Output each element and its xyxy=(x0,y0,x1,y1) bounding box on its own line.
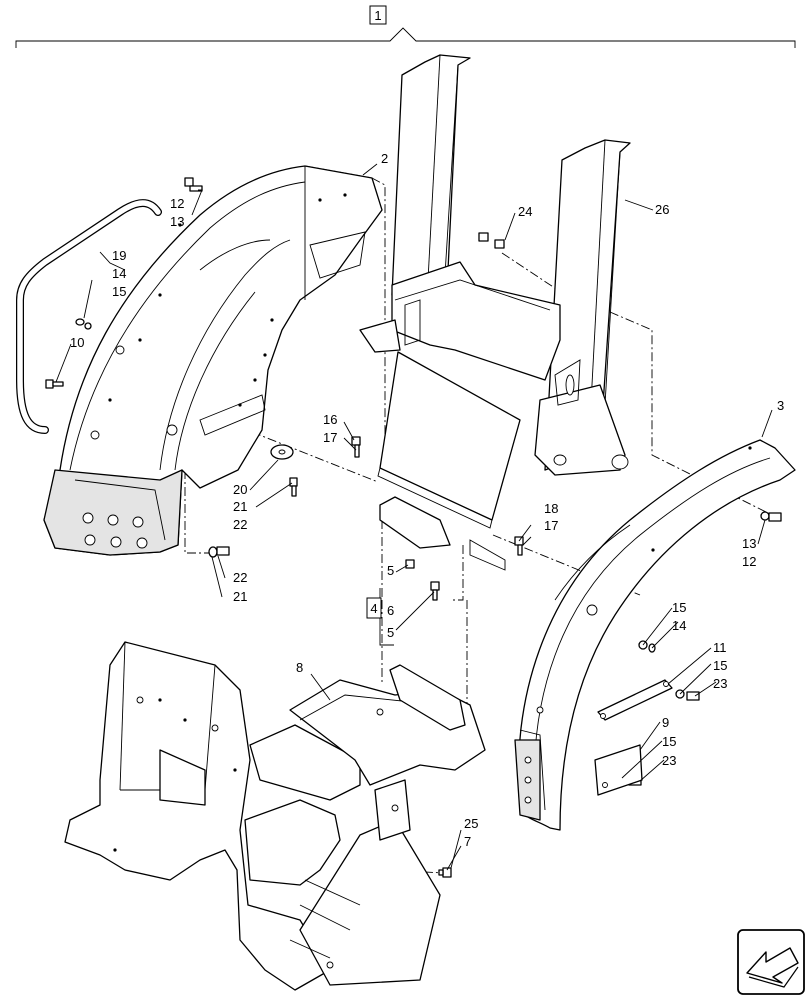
callout-labels: 2 3 8 26 24 12 13 19 14 15 10 16 17 20 2… xyxy=(70,151,784,849)
callout-21-upper[interactable]: 21 xyxy=(233,499,247,514)
callout-25[interactable]: 25 xyxy=(464,816,478,831)
bracket-11[interactable] xyxy=(597,679,673,721)
callout-23-lower[interactable]: 23 xyxy=(662,753,676,768)
callout-14-right[interactable]: 14 xyxy=(672,618,686,633)
left-fender[interactable] xyxy=(43,165,383,556)
callout-14-left[interactable]: 14 xyxy=(112,266,126,281)
callout-23-upper[interactable]: 23 xyxy=(713,676,727,691)
washer-14-15-left[interactable] xyxy=(75,318,92,330)
callout-5-lower[interactable]: 5 xyxy=(387,625,394,640)
callout-8[interactable]: 8 xyxy=(296,660,303,675)
kit-box: 4 xyxy=(366,597,382,619)
fasteners xyxy=(45,177,782,878)
callout-12-left[interactable]: 12 xyxy=(170,196,184,211)
assembly-bracket: 1 xyxy=(15,5,796,48)
cab-frame[interactable] xyxy=(64,641,486,991)
center-panel[interactable] xyxy=(377,351,521,571)
callout-24[interactable]: 24 xyxy=(518,204,532,219)
right-fender[interactable] xyxy=(514,439,796,831)
bolt-15-23-upper[interactable] xyxy=(675,689,700,701)
bolt-21-22-upper[interactable] xyxy=(289,477,298,497)
callout-13-right[interactable]: 13 xyxy=(742,536,756,551)
callout-22-upper[interactable]: 22 xyxy=(233,517,247,532)
bracket-9[interactable] xyxy=(594,744,643,796)
callout-19[interactable]: 19 xyxy=(112,248,126,263)
callout-10[interactable]: 10 xyxy=(70,335,84,350)
callout-20[interactable]: 20 xyxy=(233,482,247,497)
callout-17-lower[interactable]: 17 xyxy=(544,518,558,533)
callout-15-right-middle[interactable]: 15 xyxy=(713,658,727,673)
arrow-back-icon[interactable] xyxy=(737,929,805,995)
callout-12-right[interactable]: 12 xyxy=(742,554,756,569)
bolt-12-13-left[interactable] xyxy=(184,177,203,192)
callout-21-lower[interactable]: 21 xyxy=(233,589,247,604)
bolt-10[interactable] xyxy=(45,379,64,389)
callout-7[interactable]: 7 xyxy=(464,834,471,849)
callout-6[interactable]: 6 xyxy=(387,603,394,618)
bolt-16-17[interactable] xyxy=(351,436,361,458)
bolt-25-7[interactable] xyxy=(438,867,452,878)
assembly-number[interactable]: 1 xyxy=(374,8,381,23)
handrail[interactable] xyxy=(16,199,162,434)
callout-5-upper[interactable]: 5 xyxy=(387,563,394,578)
leader-lines xyxy=(55,163,773,871)
bolt-12-13-right[interactable] xyxy=(760,511,782,522)
washer-14-15-right[interactable] xyxy=(638,640,656,653)
callout-15-right-lower[interactable]: 15 xyxy=(662,734,676,749)
callout-17-upper[interactable]: 17 xyxy=(323,430,337,445)
callout-22-lower[interactable]: 22 xyxy=(233,570,247,585)
washer-20[interactable] xyxy=(270,444,294,460)
bolt-18-17[interactable] xyxy=(514,536,524,556)
callout-26[interactable]: 26 xyxy=(655,202,669,217)
callout-11[interactable]: 11 xyxy=(713,640,727,655)
upper-support-frame[interactable] xyxy=(359,54,631,476)
callout-13-left[interactable]: 13 xyxy=(170,214,184,229)
bolt-21-22-lower[interactable] xyxy=(208,546,230,558)
callout-16[interactable]: 16 xyxy=(323,412,337,427)
callout-9[interactable]: 9 xyxy=(662,715,669,730)
nut-24[interactable] xyxy=(478,232,505,249)
callout-3[interactable]: 3 xyxy=(777,398,784,413)
bolt-5-6[interactable] xyxy=(405,559,440,601)
callout-15-left[interactable]: 15 xyxy=(112,284,126,299)
kit-number[interactable]: 4 xyxy=(370,601,377,616)
callout-18[interactable]: 18 xyxy=(544,501,558,516)
callout-15-right-upper[interactable]: 15 xyxy=(672,600,686,615)
callout-2[interactable]: 2 xyxy=(381,151,388,166)
